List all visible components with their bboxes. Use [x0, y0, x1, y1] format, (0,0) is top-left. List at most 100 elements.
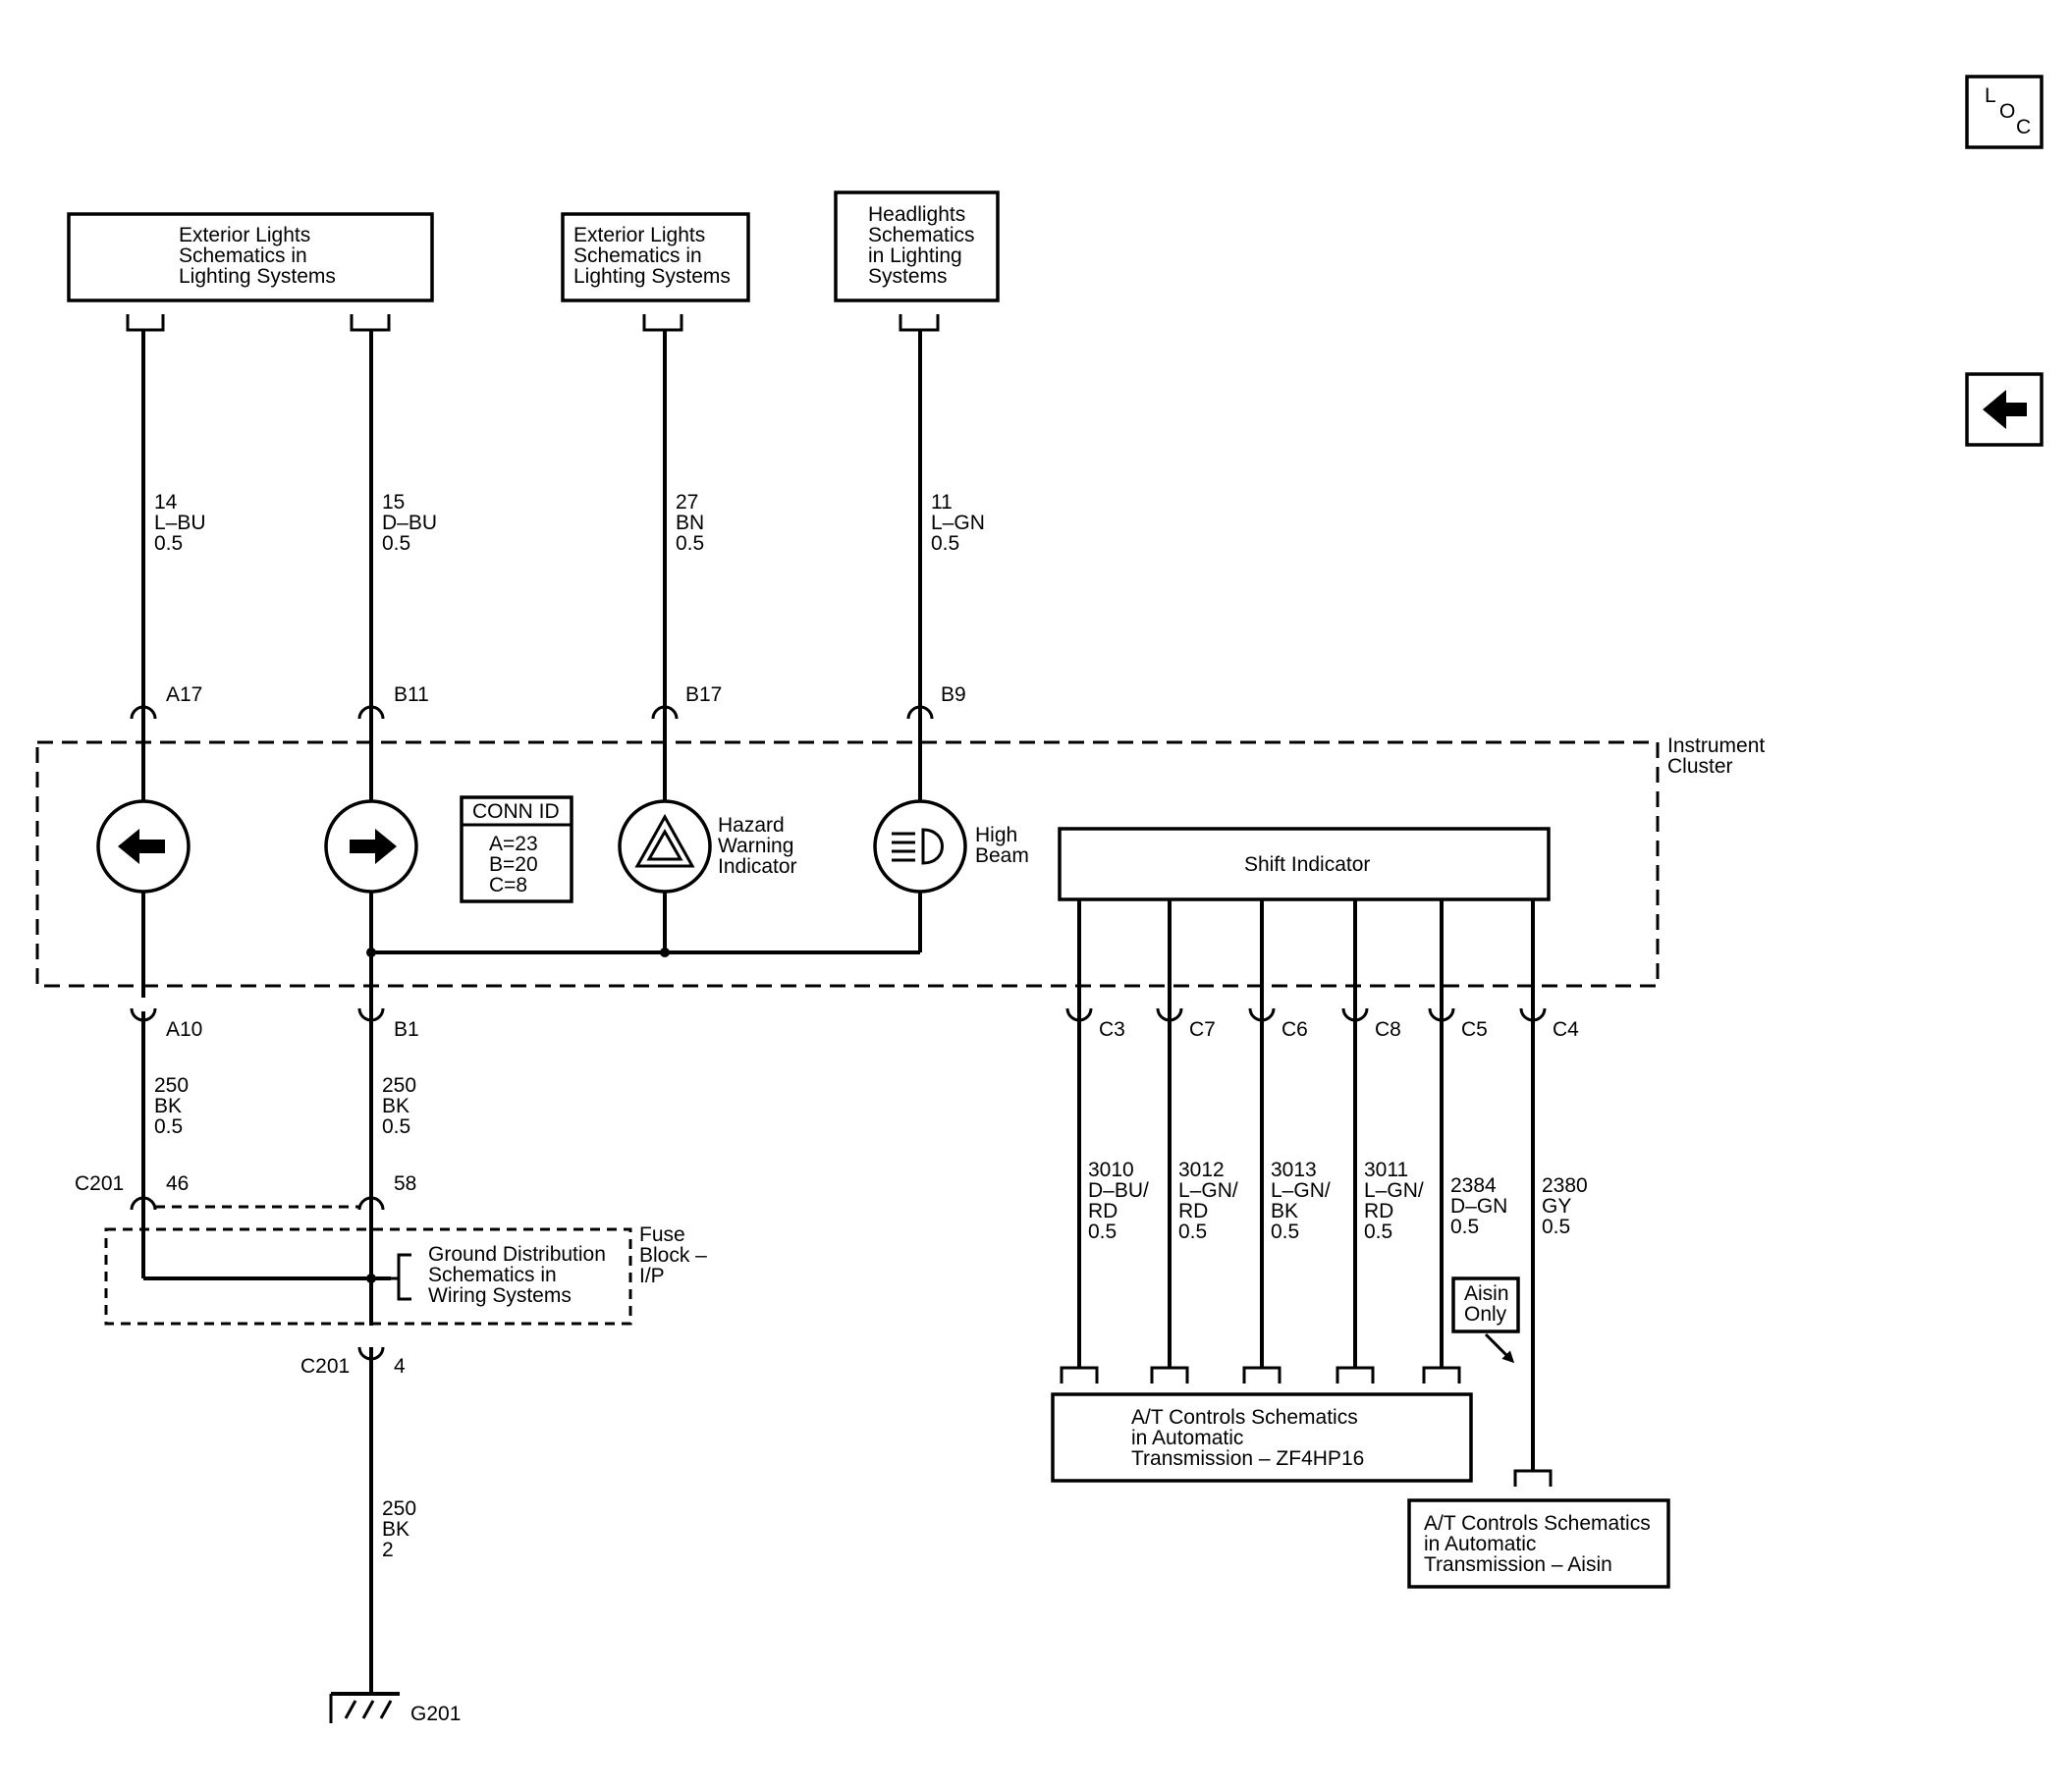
- ground-g201-label: G201: [410, 1703, 461, 1725]
- svg-text:Aisin: Aisin: [1464, 1282, 1509, 1305]
- pin-c6: C6: [1281, 1018, 1308, 1041]
- svg-text:BK: BK: [382, 1095, 409, 1117]
- c201-pin-46: 46: [166, 1172, 189, 1195]
- svg-text:BN: BN: [676, 512, 704, 534]
- svg-text:11: 11: [931, 491, 953, 514]
- shift-indicator-module: Shift Indicator: [1058, 827, 1551, 901]
- svg-text:0.5: 0.5: [154, 1115, 183, 1138]
- pin-c8: C8: [1375, 1018, 1401, 1041]
- svg-text:Warning: Warning: [718, 835, 793, 857]
- svg-text:CONN ID: CONN ID: [472, 800, 560, 823]
- svg-text:Systems: Systems: [868, 265, 948, 288]
- shift-wire-label-c3: 0.5: [1088, 1221, 1117, 1243]
- svg-text:BK: BK: [382, 1518, 409, 1541]
- loc-letter-l: L: [1985, 84, 1996, 107]
- svg-text:A/T Controls Schematics: A/T Controls Schematics: [1131, 1406, 1358, 1429]
- svg-text:I/P: I/P: [639, 1265, 665, 1287]
- pin-c5: C5: [1461, 1018, 1488, 1041]
- svg-text:250: 250: [382, 1497, 416, 1520]
- shift-wire-label-c7: 0.5: [1178, 1221, 1207, 1243]
- svg-text:B=20: B=20: [489, 853, 538, 876]
- svg-text:0.5: 0.5: [931, 532, 959, 555]
- svg-text:Headlights: Headlights: [868, 203, 965, 226]
- shift-wire-label-c8: 3011: [1364, 1159, 1408, 1181]
- c201-label-top: C201: [75, 1172, 124, 1195]
- svg-text:2: 2: [382, 1539, 394, 1561]
- hazard-warning-icon: [618, 799, 712, 894]
- svg-text:Schematics in: Schematics in: [573, 244, 702, 267]
- headlights-ref[interactable]: Headlights Schematics in Lighting System…: [834, 190, 1000, 302]
- svg-text:250: 250: [154, 1074, 189, 1097]
- svg-text:0.5: 0.5: [676, 532, 704, 555]
- pin-c7: C7: [1189, 1018, 1216, 1041]
- svg-text:D–BU: D–BU: [382, 512, 437, 534]
- ground-distribution-ref[interactable]: Ground Distribution Schematics in Wiring…: [428, 1243, 606, 1307]
- at-controls-aisin-ref[interactable]: A/T Controls Schematics in Automatic Tra…: [1407, 1498, 1670, 1589]
- instrument-cluster-label: Instrument Cluster: [1667, 734, 1765, 778]
- shift-wire-label-c6: 3013: [1271, 1159, 1317, 1181]
- shift-wire-label-c5: D–GN: [1450, 1195, 1507, 1218]
- wire-label-27: 27 BN 0.5: [676, 491, 704, 555]
- high-beam-label: High Beam: [975, 824, 1029, 867]
- wire-label-11: 11 L–GN 0.5: [931, 491, 985, 555]
- svg-text:Schematics in: Schematics in: [428, 1264, 557, 1286]
- pin-c3: C3: [1099, 1018, 1125, 1041]
- arrow-left-icon: [1983, 390, 2027, 429]
- shift-wire-label-c3: RD: [1088, 1200, 1118, 1222]
- svg-text:Instrument: Instrument: [1667, 734, 1765, 757]
- svg-text:Exterior Lights: Exterior Lights: [573, 224, 705, 246]
- shift-wire-label-c4: 0.5: [1542, 1216, 1570, 1238]
- pin-b1: B1: [394, 1018, 419, 1041]
- shift-wire-label-c5: 0.5: [1450, 1216, 1479, 1238]
- pin-b17: B17: [685, 683, 722, 706]
- location-view-button[interactable]: L O C: [1965, 75, 2044, 149]
- shift-wire-label-c3: 3010: [1088, 1159, 1134, 1181]
- svg-text:Only: Only: [1464, 1303, 1507, 1326]
- instrument-cluster-boundary: [35, 740, 1660, 988]
- svg-text:Exterior Lights: Exterior Lights: [179, 224, 310, 246]
- svg-text:High: High: [975, 824, 1017, 846]
- svg-text:Transmission – ZF4HP16: Transmission – ZF4HP16: [1131, 1447, 1364, 1470]
- svg-text:Schematics: Schematics: [868, 224, 975, 246]
- shift-wire-label-c7: 3012: [1178, 1159, 1225, 1181]
- svg-text:Schematics in: Schematics in: [179, 244, 307, 267]
- svg-text:250: 250: [382, 1074, 416, 1097]
- c201-pin-58: 58: [394, 1172, 416, 1195]
- svg-text:Block –: Block –: [639, 1244, 707, 1267]
- pin-b11: B11: [394, 683, 429, 706]
- shift-wire-label-c8: L–GN/: [1364, 1179, 1424, 1202]
- pin-a17: A17: [166, 683, 202, 706]
- svg-text:0.5: 0.5: [154, 532, 183, 555]
- ground-icon: [329, 1692, 400, 1723]
- svg-text:in Automatic: in Automatic: [1424, 1533, 1536, 1555]
- back-button[interactable]: [1965, 372, 2044, 447]
- svg-text:Ground Distribution: Ground Distribution: [428, 1243, 606, 1266]
- wire-label-15: 15 D–BU 0.5: [382, 491, 437, 555]
- shift-wire-label-c3: D–BU/: [1088, 1179, 1149, 1202]
- exterior-lights-ref-right[interactable]: Exterior Lights Schematics in Lighting S…: [561, 212, 750, 302]
- svg-text:A=23: A=23: [489, 833, 538, 855]
- right-turn-signal-icon: [324, 799, 418, 894]
- shift-wire-label-c4: 2380: [1542, 1174, 1588, 1197]
- pin-c4: C4: [1553, 1018, 1579, 1041]
- svg-text:L–BU: L–BU: [154, 512, 206, 534]
- svg-text:C=8: C=8: [489, 874, 527, 896]
- loc-letter-o: O: [1999, 100, 2015, 123]
- shift-wire-label-c6: BK: [1271, 1200, 1298, 1222]
- shift-wire-label-c7: RD: [1178, 1200, 1208, 1222]
- svg-text:in Lighting: in Lighting: [868, 244, 962, 267]
- svg-text:14: 14: [154, 491, 178, 514]
- shift-indicator-wires: C33010D–BU/RD0.5C73012L–GN/RD0.5C63013L–…: [1060, 899, 1588, 1487]
- svg-text:Beam: Beam: [975, 844, 1029, 867]
- at-controls-zf4hp16-ref[interactable]: A/T Controls Schematics in Automatic Tra…: [1051, 1392, 1473, 1483]
- c201-pin-4: 4: [394, 1355, 406, 1378]
- exterior-lights-ref-left[interactable]: Exterior Lights Schematics in Lighting S…: [67, 212, 434, 302]
- svg-text:Wiring Systems: Wiring Systems: [428, 1284, 572, 1307]
- shift-wire-label-c7: L–GN/: [1178, 1179, 1238, 1202]
